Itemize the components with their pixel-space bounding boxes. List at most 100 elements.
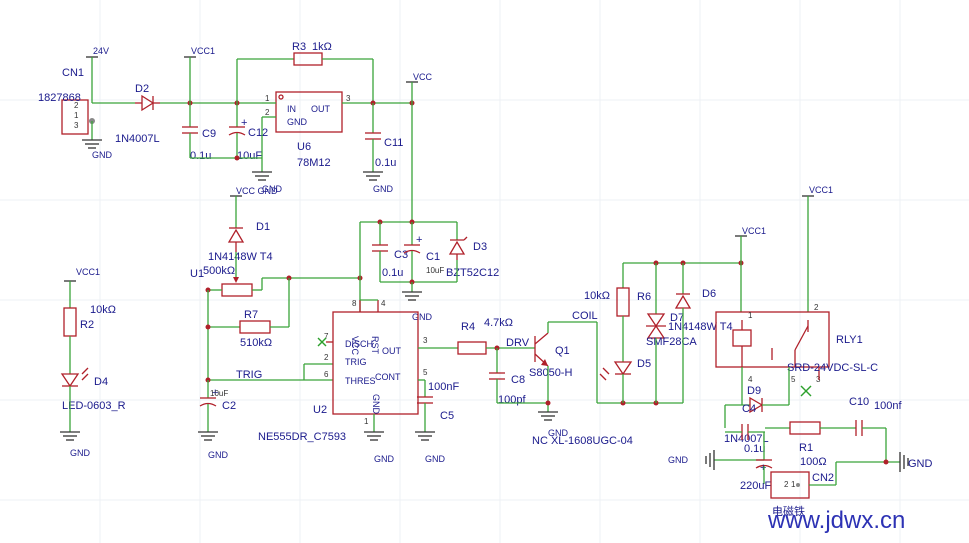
u2-pin-vcc: VCC [350, 336, 360, 356]
cn2-label: CN2 [812, 472, 834, 484]
d7-value: SMF28CA [646, 336, 697, 348]
c4-value: 0.1u [744, 443, 765, 455]
c9-value: 0.1u [190, 150, 211, 162]
d9-label: D9 [747, 385, 761, 397]
r7-resistor [239, 320, 271, 334]
gnd-c11: GND [373, 184, 394, 194]
svg-text:+: + [760, 462, 766, 474]
r6-value: 10kΩ [584, 290, 610, 302]
rly1-value: SRD-24VDC-SL-C [787, 362, 878, 374]
r3-label: R3 [292, 41, 306, 53]
u6-out: OUT [311, 104, 331, 114]
vcc1-label-a: VCC1 [191, 46, 215, 56]
u2-pin-gnd: GND [371, 394, 381, 415]
u1-value: 500kΩ [203, 265, 235, 277]
c8-capacitor [489, 372, 505, 380]
drv-net-label: DRV [506, 337, 530, 349]
gnd-c2: GND [208, 450, 229, 460]
vcc1-label-b: VCC1 [76, 267, 100, 277]
d5-label: D5 [637, 358, 651, 370]
c2-label: C2 [222, 400, 236, 412]
c10-label: C10 [849, 396, 869, 408]
svg-text:+: + [416, 234, 422, 246]
c12-value: 10uF [237, 150, 262, 162]
vcc-label-a: VCC [413, 72, 433, 82]
u2-pin-disch: DISCH [345, 339, 373, 349]
gnd-right: GND [908, 458, 933, 470]
u6-label: U6 [297, 141, 311, 153]
svg-text:2: 2 [265, 108, 270, 117]
u2-pin-out: OUT [382, 346, 402, 356]
u6-in: IN [287, 104, 296, 114]
r7-label: R7 [244, 309, 258, 321]
c11-label: C11 [384, 137, 403, 149]
c3-value: 0.1u [382, 267, 403, 279]
gnd-u6: GND [262, 184, 283, 194]
c9-label: C9 [202, 128, 216, 140]
c12-label: C12 [248, 127, 268, 139]
svg-text:5: 5 [791, 375, 796, 384]
d5-led [599, 361, 633, 381]
svg-text:4: 4 [748, 375, 753, 384]
c11-capacitor [365, 132, 381, 140]
d7-label: D7 [670, 312, 684, 324]
svg-text:3: 3 [423, 336, 428, 345]
c5-label: C5 [440, 410, 454, 422]
c12-capacitor [228, 126, 246, 136]
c11-value: 0.1u [375, 157, 396, 169]
r4-resistor [457, 341, 487, 355]
cn1-connector [61, 99, 89, 135]
svg-text:+: + [212, 387, 218, 399]
gnd-left: GND [668, 455, 689, 465]
cn2-value: 电磁铁 [772, 505, 805, 518]
c8-value: 100pf [498, 394, 526, 406]
r2-label: R2 [80, 319, 94, 331]
vcc-gnd-label: VCC GND [236, 186, 278, 196]
c1-value: 10uF [426, 266, 444, 275]
c6-capacitor [755, 459, 773, 469]
cn1-value: 1827868 [38, 92, 81, 104]
r1-label: R1 [799, 442, 813, 454]
vcc1-label-c: VCC1 [742, 226, 766, 236]
gnd-cn1: GND [92, 150, 113, 160]
svg-text:3: 3 [346, 94, 351, 103]
svg-text:5: 5 [423, 368, 428, 377]
rly1-coil [732, 329, 752, 347]
svg-text:7: 7 [324, 332, 329, 341]
watermark: www.jdwx.cn [767, 507, 905, 534]
r6-label: R6 [637, 291, 651, 303]
d9-value: 1N4007L [724, 433, 769, 445]
r2-resistor [63, 307, 77, 337]
trig-net-label: TRIG [236, 369, 262, 381]
nc-label: NC XL-1608UGC-04 [532, 435, 633, 447]
r7-value: 510kΩ [240, 337, 272, 349]
svg-text:2: 2 [324, 353, 329, 362]
svg-text:1: 1 [364, 417, 369, 426]
u2-pin-trig: TRIG [345, 357, 367, 367]
d3-label: D3 [473, 241, 487, 253]
c9-capacitor [182, 126, 198, 134]
c6-value: 220uF [740, 480, 771, 492]
svg-text:6: 6 [324, 370, 329, 379]
d4-led [60, 367, 89, 388]
c2-value: 10uF [210, 389, 228, 398]
u1-label: U1 [190, 268, 204, 280]
gnd-c5: GND [425, 454, 446, 464]
r3-value: 1kΩ [312, 41, 332, 53]
q1-transistor [534, 332, 549, 367]
c5-value: 100nF [428, 381, 459, 393]
coil-net-label: COIL [572, 310, 598, 322]
vcc1-label-d: VCC1 [809, 185, 833, 195]
c10-value: 100nf [874, 400, 902, 412]
d1-label: D1 [256, 221, 270, 233]
power-input-section: CN1 1827868 213 24V GND D2 1N4007L VCC1 [38, 41, 433, 222]
d7-tvs [646, 313, 666, 339]
c8-label: C8 [511, 374, 525, 386]
c1-label: C1 [426, 251, 440, 263]
cn2-connector [770, 471, 810, 499]
led-indicator-section: VCC1 10kΩ R2 D4 LED-0603_R GND [60, 267, 126, 458]
r1-value: 100Ω [800, 456, 827, 468]
svg-text:+: + [241, 117, 247, 129]
